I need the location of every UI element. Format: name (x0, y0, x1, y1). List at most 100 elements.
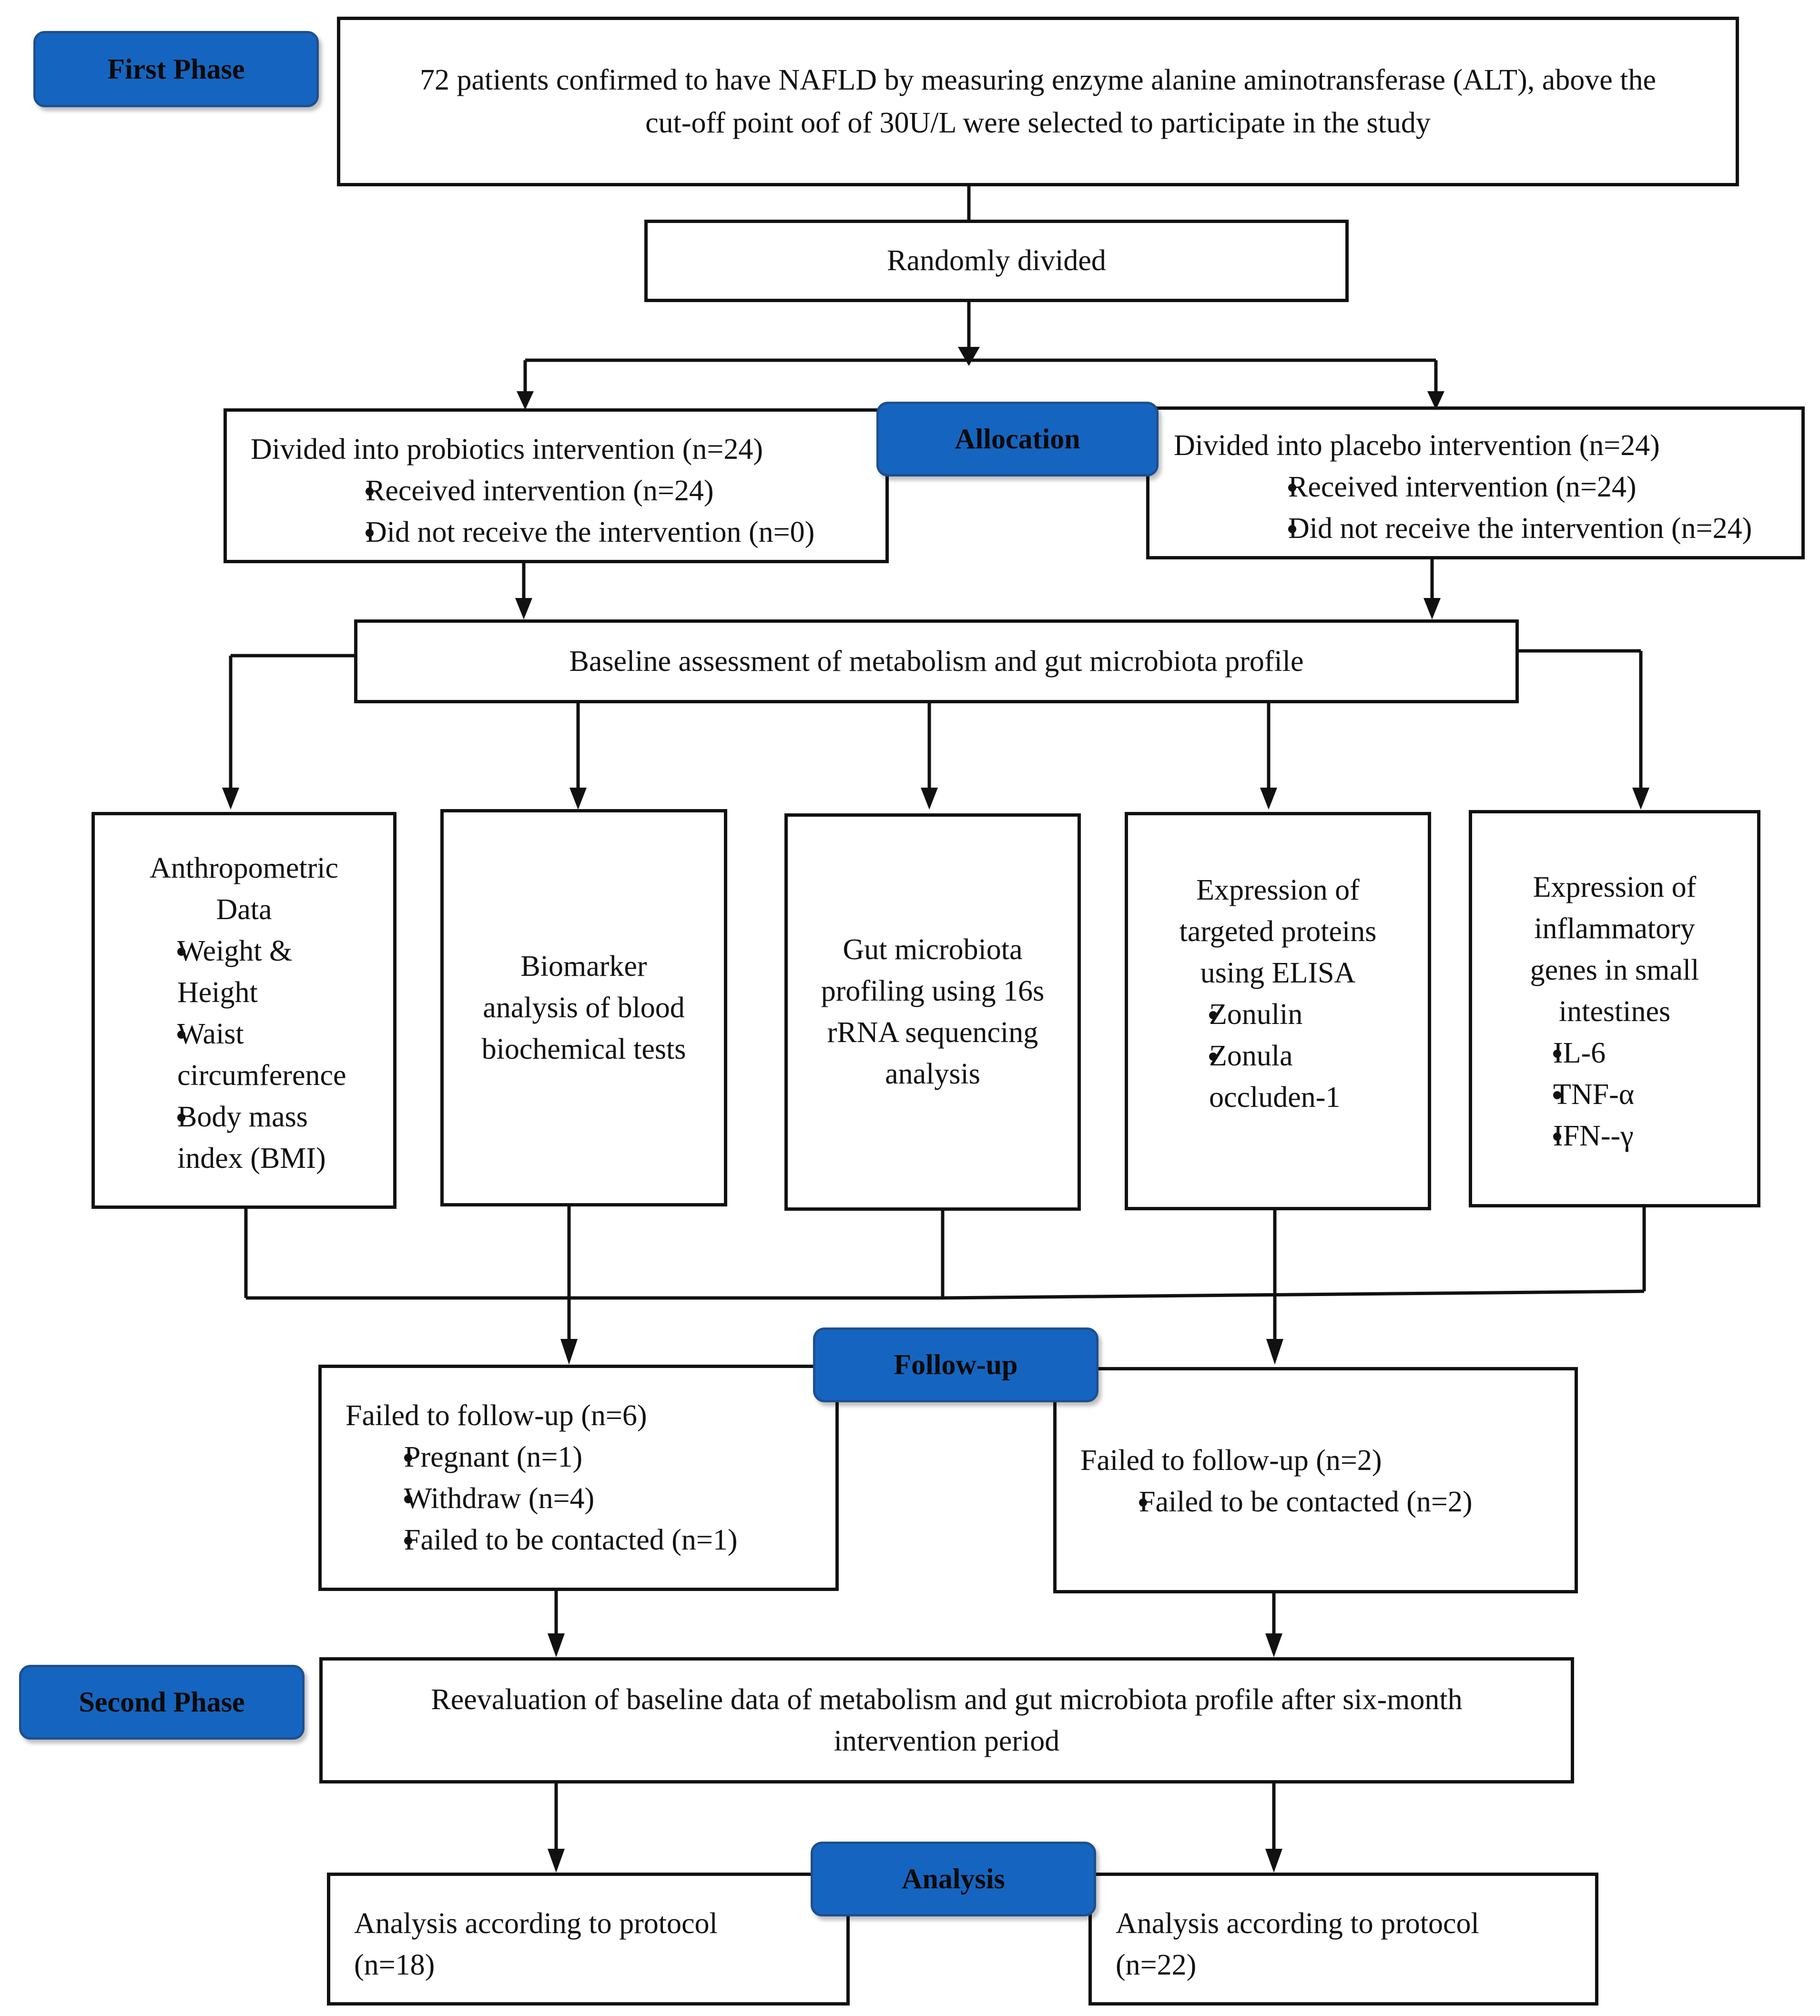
arrowheads (222, 347, 1649, 1873)
placebo-list: Received intervention (n=24) Did not rec… (1149, 466, 1752, 549)
placebo-item: Did not receive the intervention (n=24) (1149, 508, 1752, 549)
first-phase-badge: First Phase (33, 31, 319, 107)
anthro-title1: Anthropometric (149, 852, 338, 884)
followup-right-item: Failed to be contacted (n=2) (1057, 1481, 1473, 1523)
followup-right-box: Failed to follow-up (n=2) Failed to be c… (1053, 1367, 1578, 1593)
placebo-item: Received intervention (n=24) (1149, 466, 1752, 508)
followup-badge: Follow-up (813, 1327, 1098, 1402)
baseline-label: Baseline assessment of metabolism and gu… (569, 645, 1304, 678)
inflam-item: IFN--γ (1472, 1115, 1757, 1157)
followup-label: Follow-up (894, 1349, 1018, 1380)
anthro-list: Weight & Height Waist circumference Body… (95, 931, 393, 1179)
random-box: Randomly divided (644, 220, 1349, 302)
inflam-title-line: genes in small (1530, 954, 1699, 986)
followup-right-item-text: Failed to be contacted (n=2) (1139, 1486, 1473, 1518)
arrowhead-inflam (1632, 788, 1649, 810)
analysis-left-line2: (n=18) (354, 1949, 435, 1981)
gut-line: Gut microbiota (843, 933, 1023, 966)
arrowhead-reeval-right (1265, 1633, 1282, 1657)
anthro-title2: Data (216, 893, 272, 926)
probiotics-item: Did not receive the intervention (n=0) (227, 512, 814, 553)
enrollment-line1: 72 patients confirmed to have NAFLD by m… (420, 64, 1656, 96)
gut-line: profiling using 16s (821, 975, 1045, 1007)
followup-left-item-text: Pregnant (n=1) (404, 1441, 583, 1473)
analysis-left-box: Analysis according to protocol (n=18) (327, 1873, 850, 2006)
first-phase-label: First Phase (107, 53, 245, 85)
placebo-item-text: Did not receive the intervention (n=24) (1288, 512, 1752, 545)
biomarker-box: Biomarker analysis of blood biochemical … (440, 809, 727, 1206)
arrowhead-baseline-right (1423, 598, 1441, 619)
inflam-item-text: IFN--γ (1553, 1120, 1634, 1152)
inflammatory-box: Expression of inflammatory genes in smal… (1469, 810, 1760, 1207)
biomarker-line: Biomarker (520, 950, 647, 983)
elisa-list: Zonulin Zonula occluden-1 (1128, 994, 1428, 1118)
placebo-title: Divided into placebo intervention (n=24) (1174, 429, 1660, 462)
elisa-item-line: occluden-1 (1209, 1081, 1341, 1114)
elisa-title-line: Expression of (1196, 874, 1360, 906)
arrowhead-random (958, 347, 980, 366)
analysis-right-line1: Analysis according to protocol (1116, 1907, 1479, 1940)
analysis-right-line2: (n=22) (1116, 1949, 1197, 1981)
probiotics-item-text: Received intervention (n=24) (366, 475, 714, 507)
analysis-badge: Analysis (811, 1842, 1096, 1916)
inflam-item: TNF-α (1472, 1074, 1757, 1115)
biomarker-line: biochemical tests (481, 1033, 686, 1065)
second-phase-label: Second Phase (79, 1686, 245, 1718)
gut-line: analysis (885, 1058, 980, 1090)
gut-microbiota-box: Gut microbiota profiling using 16s rRNA … (784, 813, 1081, 1211)
anthro-item-line: Body mass (177, 1101, 308, 1133)
followup-left-list: Pregnant (n=1) Withdraw (n=4) Failed to … (322, 1437, 738, 1561)
anthro-item-line: Waist (177, 1018, 244, 1050)
connector-join-h2 (942, 1289, 1645, 1300)
anthro-item-line: Height (177, 976, 258, 1009)
anthro-item: Waist circumference (95, 1013, 393, 1096)
random-label: Randomly divided (887, 244, 1106, 277)
inflam-item-text: IL-6 (1553, 1037, 1606, 1069)
followup-left-item-text: Withdraw (n=4) (404, 1482, 595, 1515)
anthropometric-box: Anthropometric Data Weight & Height Wais… (92, 812, 397, 1209)
elisa-item: Zonulin (1128, 994, 1428, 1035)
arrowhead-baseline-left (515, 598, 532, 619)
elisa-title-line: targeted proteins (1179, 915, 1377, 948)
inflam-title-line: intestines (1558, 995, 1671, 1028)
elisa-item: Zonula occluden-1 (1128, 1035, 1428, 1118)
elisa-title-line: using ELISA (1200, 957, 1356, 989)
probiotics-item: Received intervention (n=24) (227, 470, 814, 512)
anthro-item: Body mass index (BMI) (95, 1096, 393, 1179)
inflam-list: IL-6 TNF-α IFN--γ (1472, 1033, 1757, 1157)
arrowhead-reeval-left (548, 1633, 565, 1657)
second-phase-badge: Second Phase (19, 1665, 305, 1740)
anthro-item-line: index (BMI) (177, 1142, 326, 1175)
followup-left-item: Failed to be contacted (n=1) (322, 1520, 738, 1561)
probiotics-box: Divided into probiotics intervention (n=… (224, 408, 889, 563)
analysis-label: Analysis (902, 1863, 1005, 1894)
arrowhead-followup-right (1266, 1339, 1283, 1365)
baseline-box: Baseline assessment of metabolism and gu… (354, 619, 1519, 703)
inflam-title-line: Expression of (1533, 871, 1697, 903)
arrowhead-followup-left (560, 1339, 578, 1365)
placebo-item-text: Received intervention (n=24) (1288, 471, 1637, 503)
inflam-item-text: TNF-α (1553, 1078, 1635, 1111)
anthro-item-line: Weight & (177, 935, 293, 967)
allocation-label: Allocation (955, 423, 1080, 455)
elisa-item-line: Zonula (1209, 1040, 1293, 1072)
allocation-badge: Allocation (876, 402, 1159, 476)
arrowhead-analysis-right (1265, 1849, 1282, 1873)
analysis-right-box: Analysis according to protocol (n=22) (1088, 1873, 1598, 2006)
arrowhead-biomarker (569, 788, 587, 810)
followup-right-list: Failed to be contacted (n=2) (1057, 1481, 1473, 1523)
biomarker-line: analysis of blood (483, 991, 685, 1024)
followup-left-item-text: Failed to be contacted (n=1) (404, 1524, 738, 1556)
arrowhead-anthro (222, 788, 239, 810)
arrowhead-placebo (1427, 391, 1444, 410)
probiotics-title: Divided into probiotics intervention (n=… (251, 433, 763, 466)
enrollment-line2: cut-off point oof of 30U/L were selected… (645, 107, 1431, 139)
followup-left-title: Failed to follow-up (n=6) (346, 1399, 647, 1432)
anthro-item-line: circumference (177, 1059, 346, 1092)
placebo-box: Divided into placebo intervention (n=24)… (1146, 406, 1805, 559)
arrowhead-elisa (1260, 788, 1277, 810)
line-group (229, 185, 1646, 1851)
inflam-title-line: inflammatory (1534, 912, 1695, 945)
